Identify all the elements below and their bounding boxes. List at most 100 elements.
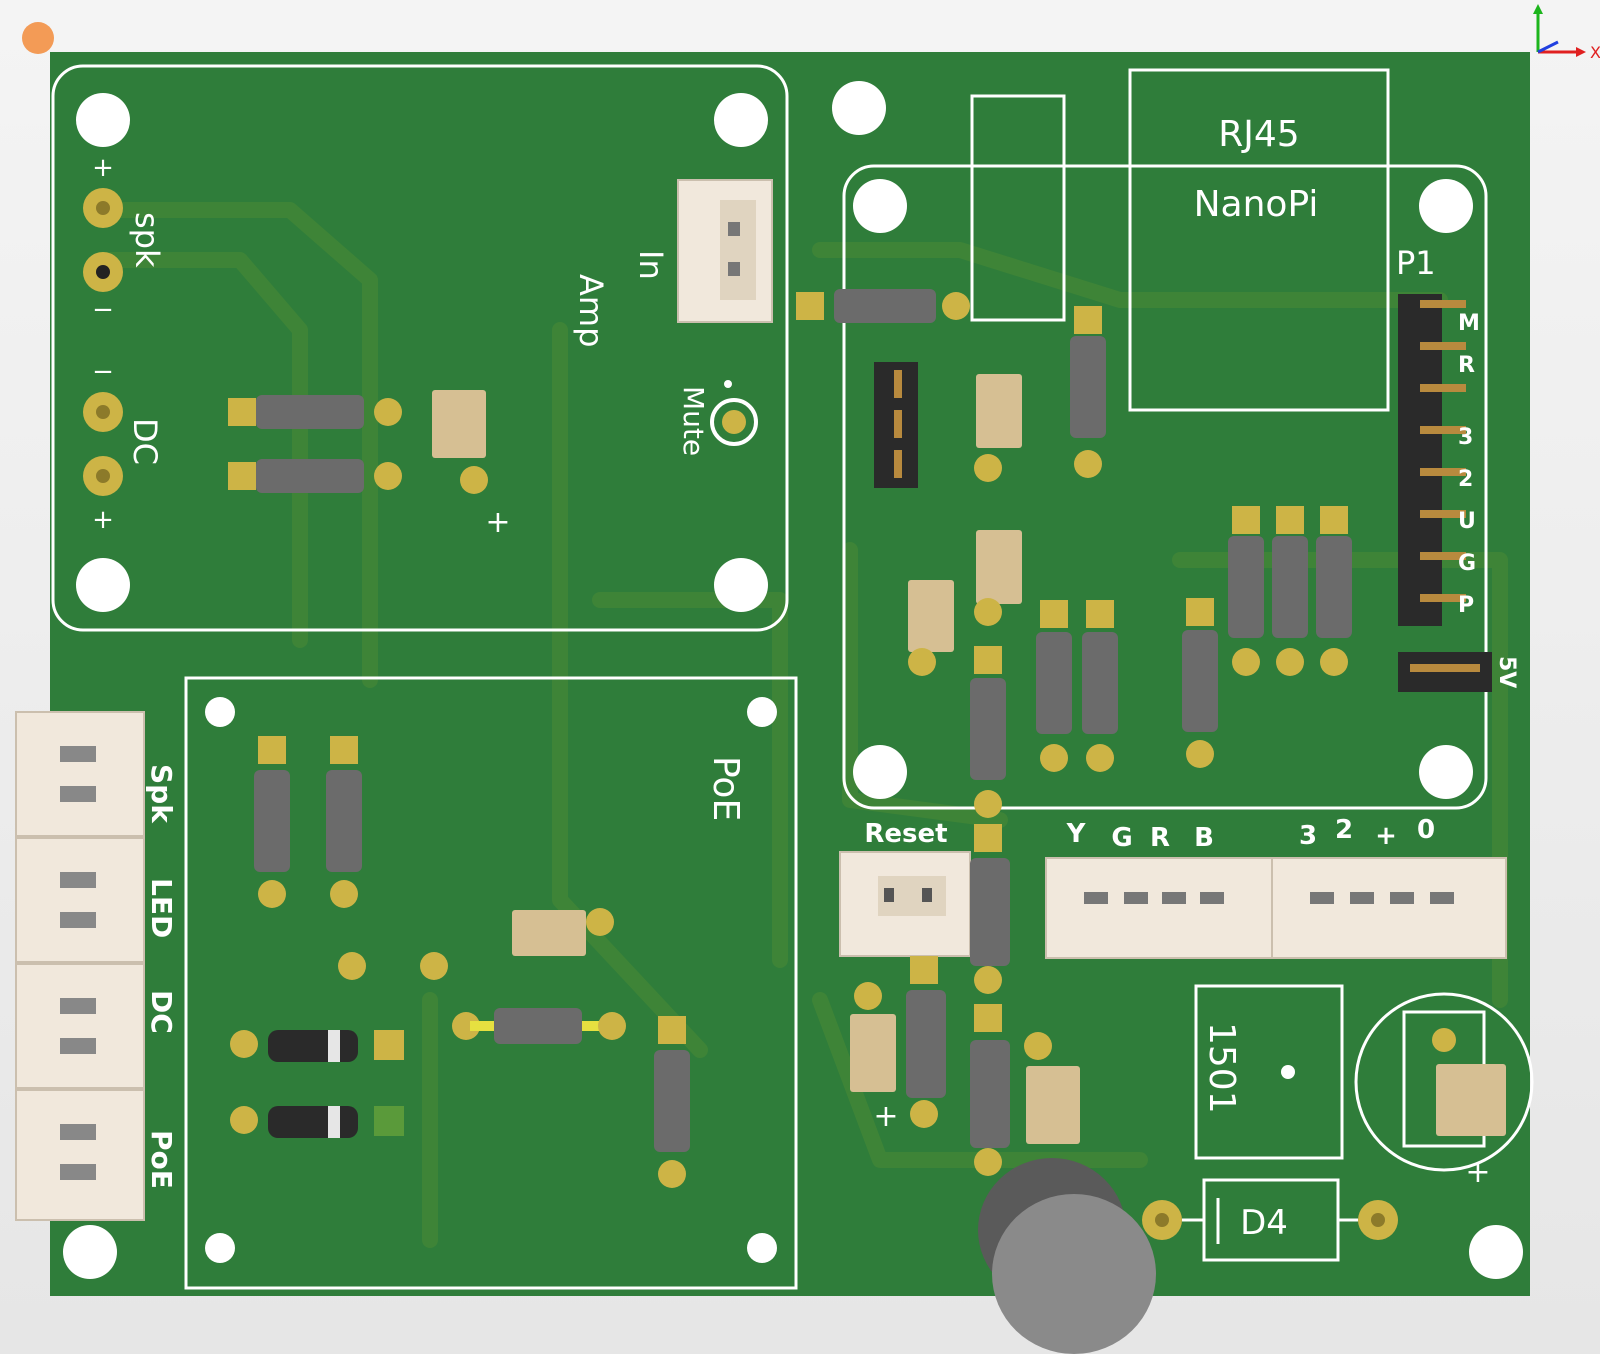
side-label-led: LED <box>145 878 178 938</box>
resistor[interactable] <box>970 646 1006 818</box>
resistor[interactable] <box>228 395 402 429</box>
side-label-poe: PoE <box>145 1130 178 1189</box>
mount-hole <box>832 81 886 135</box>
resistor[interactable] <box>1036 600 1072 772</box>
resistor[interactable] <box>654 1016 690 1188</box>
side-connector-dc[interactable] <box>15 963 145 1089</box>
reset-label: Reset <box>864 819 947 849</box>
axis-x-label: X <box>1590 43 1600 62</box>
mount-hole <box>1419 179 1473 233</box>
mount-hole <box>76 93 130 147</box>
ctrl-connector[interactable] <box>1271 857 1507 959</box>
resistor[interactable] <box>228 459 402 493</box>
ygrb-connector[interactable] <box>1045 857 1273 959</box>
axis-gizmo[interactable]: X <box>1533 4 1600 62</box>
mute-label: Mute <box>677 386 710 456</box>
capacitor[interactable] <box>432 390 488 494</box>
spk-plus-label: + <box>92 153 114 183</box>
jumper-header[interactable] <box>874 362 918 488</box>
side-connector-poe[interactable] <box>15 1089 145 1221</box>
via-pad <box>338 952 366 980</box>
nanopi-label: NanoPi <box>1194 184 1319 225</box>
amp-label: Amp <box>572 274 610 347</box>
resistor[interactable] <box>1272 506 1308 676</box>
capacitor[interactable] <box>974 374 1022 482</box>
p1-pin-label: P <box>1458 593 1474 618</box>
electrolytic-capacitor[interactable] <box>1432 1028 1506 1136</box>
p1-pin-label: M <box>1458 311 1480 336</box>
dc-plus-label: + <box>92 505 114 535</box>
resistor[interactable] <box>254 736 290 908</box>
capacitor[interactable] <box>512 908 614 956</box>
reset-connector[interactable] <box>839 851 971 957</box>
usb-outline <box>970 94 1066 322</box>
mount-hole <box>1419 745 1473 799</box>
mount-hole <box>205 1233 235 1263</box>
capacitor[interactable] <box>850 982 896 1092</box>
p1-label: P1 <box>1396 244 1436 282</box>
mute-ring <box>710 398 758 446</box>
resistor[interactable] <box>970 824 1010 994</box>
capacitor[interactable] <box>1024 1032 1080 1144</box>
svg-text:B: B <box>1194 823 1214 853</box>
p1-pin-label: 3 <box>1458 425 1473 450</box>
mount-hole <box>853 179 907 233</box>
electrolytic-outline <box>1354 992 1534 1172</box>
ic-label: 1501 <box>1201 1022 1242 1114</box>
side-connector-spk[interactable] <box>15 711 145 837</box>
in-connector[interactable] <box>677 179 773 323</box>
mount-hole <box>714 558 768 612</box>
ygrb-labels: Y G R B <box>1066 819 1214 853</box>
side-connector-led[interactable] <box>15 837 145 963</box>
poe-module-outline <box>184 676 798 1290</box>
resistor[interactable] <box>1082 600 1118 772</box>
resistor[interactable] <box>906 956 946 1128</box>
capacitor[interactable] <box>974 530 1022 626</box>
buzzer[interactable] <box>978 1158 1156 1354</box>
svg-text:R: R <box>1150 823 1170 853</box>
5v-label: 5V <box>1494 656 1519 688</box>
spk-minus-label: − <box>92 295 114 325</box>
resistor[interactable] <box>796 289 970 323</box>
cap-plus-label: + <box>485 505 510 540</box>
side-label-dc: DC <box>145 990 178 1034</box>
svg-text:2: 2 <box>1335 815 1353 845</box>
resistor[interactable] <box>970 1004 1010 1176</box>
5v-jumper[interactable] <box>1398 652 1492 692</box>
ctrl-labels: 3 2 + 0 <box>1299 815 1435 851</box>
svg-text:0: 0 <box>1417 815 1435 845</box>
mount-hole <box>63 1225 117 1279</box>
svg-text:Y: Y <box>1066 819 1087 849</box>
in-label: In <box>632 250 670 280</box>
via-pad <box>420 952 448 980</box>
amp-module-outline <box>51 64 789 632</box>
mount-hole <box>747 697 777 727</box>
p1-header[interactable] <box>1398 294 1466 626</box>
cap-plus-label: + <box>1465 1155 1490 1190</box>
d4-label: D4 <box>1240 1203 1288 1243</box>
dc-label: DC <box>126 418 164 465</box>
cap-plus-label: + <box>873 1099 898 1134</box>
p1-pin-label: G <box>1458 551 1476 576</box>
rj45-outline <box>1128 68 1390 412</box>
poe-label: PoE <box>705 756 746 821</box>
resistor[interactable] <box>1228 506 1264 676</box>
mount-hole <box>205 697 235 727</box>
light-glare <box>22 22 54 54</box>
mute-pad[interactable] <box>722 410 746 434</box>
rj45-label: RJ45 <box>1218 114 1299 155</box>
resistor[interactable] <box>1182 598 1218 768</box>
resistor[interactable] <box>326 736 362 908</box>
svg-text:3: 3 <box>1299 821 1317 851</box>
resistor[interactable] <box>452 1008 626 1044</box>
side-label-spk: Spk <box>145 764 178 824</box>
svg-text:+: + <box>1375 821 1397 851</box>
mount-hole <box>853 745 907 799</box>
resistor[interactable] <box>1070 306 1106 478</box>
diode[interactable] <box>230 1106 404 1138</box>
resistor[interactable] <box>1316 506 1352 676</box>
capacitor[interactable] <box>908 580 954 676</box>
diode[interactable] <box>230 1030 404 1062</box>
